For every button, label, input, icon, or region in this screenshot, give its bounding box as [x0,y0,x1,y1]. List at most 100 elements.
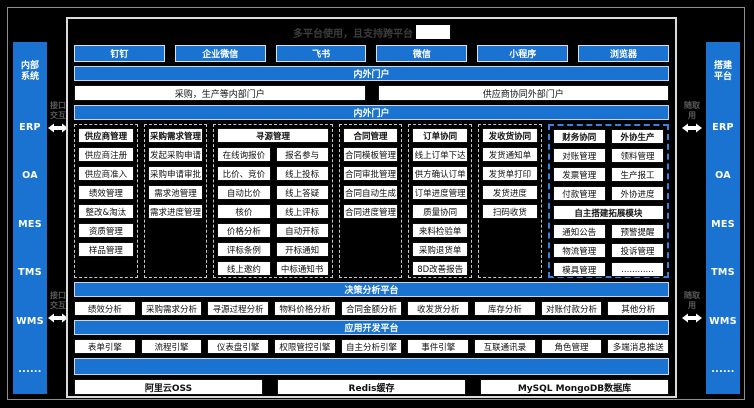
module-group-header: 外协生产 [610,129,665,144]
analysis-item: 采购需求分析 [140,301,203,316]
diagram-title-row: 多平台使用，且支持跨平台 [74,23,669,41]
module-header-row: 财务协同外协生产 [552,129,665,144]
module-row: 采购退货单 [412,242,469,257]
app-channel-button: 飞书 [275,45,367,62]
module-row: 合同进度管理 [342,204,399,219]
sidebar-system-item: TMS [711,267,735,279]
module-cell: 自动比价 [217,185,271,200]
module-cell: 绩效管理 [78,185,134,200]
module-row: 资质管理 [78,223,134,238]
module-cell: 发货单打印 [482,166,538,181]
module-cell: 自动开标 [275,223,329,238]
extension-module-header: 自主搭建拓展模块 [552,205,665,220]
module-cell: 开标通知 [275,242,329,257]
module-row: 合同审批管理 [342,166,399,181]
storage-item: Redis缓存 [277,379,466,395]
sidebar-system-item: MES [18,218,42,230]
sidebar-system-item: OA [22,170,38,182]
module-cell: 扫码收货 [482,204,538,219]
module-row: 核价线上评标 [217,204,329,219]
connector-label: 随取 用 [684,291,700,310]
module-row: 需求池管理 [147,185,204,200]
module-cell: 中标通知书 [275,261,329,276]
module-cell: 付款管理 [552,186,606,201]
engine-items-row: 表单引擎流程引擎仪表盘引擎权限管控引擎自主分析引擎事件引擎互联通讯录角色管理多端… [74,339,670,354]
module-cell: 8D改善报告 [412,261,469,276]
sidebar-title: 搭建 平台 [713,60,732,83]
module-cell: 评标条例 [217,242,271,257]
sidebar-system-item: ...... [711,364,735,376]
infrastructure-bar [74,358,669,375]
portal-bar: 内外门户 [74,66,669,81]
module-cell: ............ [610,262,665,277]
diagram-title: 多平台使用，且支持跨平台 [293,28,413,40]
app-channel-button: 微信 [376,45,468,62]
module-row: 合同模板管理 [342,147,399,162]
analysis-item: 绩效分析 [74,301,136,316]
module-cell: 合同审批管理 [342,166,399,181]
analysis-item: 其他分析 [607,301,670,316]
analysis-item: 寻源过程分析 [207,301,270,316]
sidebar-title: 内部 系统 [20,60,39,83]
module-cell: 对账管理 [552,148,606,163]
module-cell: 采购申请审批 [147,166,204,181]
double-arrow-icon [48,313,68,323]
module-row: 发货单打印 [482,166,538,181]
module-row: 线上邀约中标通知书 [217,261,329,276]
app-channel-button: 小程序 [477,45,569,62]
module-cell: 需求进度管理 [147,204,204,219]
module-group: 供应商管理供应商注册供应商准入绩效管理整改&淘汰资质管理样品管理 [74,124,138,278]
module-cell: 合同模板管理 [342,147,399,162]
sidebar-system-item: ...... [18,364,42,376]
connector-label: 随取 用 [684,101,700,120]
module-row: 扫码收货 [482,204,538,219]
module-cell: 价格分析 [217,223,271,238]
app-channels-row: 钉钉企业微信飞书微信小程序浏览器 [74,45,669,62]
module-group-header: 订单协同 [412,128,469,143]
dev-platform-bar: 应用开发平台 [74,320,669,335]
module-cell: 报名参与 [275,147,329,162]
analysis-item: 库存分析 [474,301,536,316]
module-cell: 生产报工 [610,167,665,182]
engine-item: 角色管理 [540,339,603,354]
module-row: 发货通知单 [482,147,538,162]
module-cell: 发货通知单 [482,147,538,162]
module-row: 来料检验单 [412,223,469,238]
module-row: 价格分析自动开标 [217,223,329,238]
module-row: 订单进度管理 [412,185,469,200]
module-cell: 预警提醒 [610,224,665,239]
engine-item: 自主分析引擎 [340,339,403,354]
engine-item: 互联通讯录 [474,339,536,354]
main-panel: 多平台使用，且支持跨平台 钉钉企业微信飞书微信小程序浏览器 内外门户 采购，生产… [66,17,677,398]
module-cell: 通知公告 [552,224,606,239]
module-row: 质量协同 [412,204,469,219]
module-row: 评标条例开标通知 [217,242,329,257]
portal-box: 采购，生产等内部门户 [74,85,366,101]
module-row: 采购申请审批 [147,166,204,181]
engine-item: 仪表盘引擎 [207,339,270,354]
module-row: 付款管理外协进度 [552,186,665,201]
business-module-grid: 供应商管理供应商注册供应商准入绩效管理整改&淘汰资质管理样品管理采购需求管理发起… [74,124,670,278]
app-channel-button: 钉钉 [74,45,165,62]
double-arrow-icon [682,313,702,323]
module-row: 模具管理............ [552,262,665,277]
module-cell: 采购退货单 [412,242,469,257]
module-row: 自动比价线上答疑 [217,185,329,200]
module-cell: 领料管理 [610,148,665,163]
module-cell: 合同自动生成 [342,185,399,200]
app-channel-button: 浏览器 [578,45,669,62]
module-cell: 投诉管理 [610,243,665,258]
module-row: 整改&淘汰 [78,204,134,219]
interface-connector: 接口 交互 [46,291,70,324]
double-arrow-icon [48,123,68,133]
sidebar-system-item: TMS [18,267,42,279]
redaction-box [416,25,450,39]
module-row: 样品管理 [78,242,134,257]
module-row: 物流管理投诉管理 [552,243,665,258]
storage-item: 阿里云OSS [74,379,263,395]
module-cell: 发票管理 [552,167,606,182]
engine-item: 事件引擎 [407,339,470,354]
